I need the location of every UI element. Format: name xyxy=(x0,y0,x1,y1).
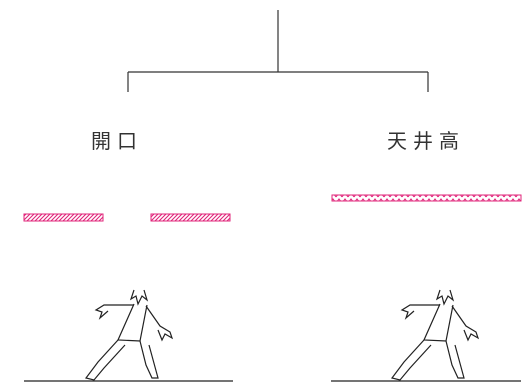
tree-connector xyxy=(127,10,429,92)
ceiling-line xyxy=(331,194,522,202)
ceiling-segment-left xyxy=(23,213,104,222)
branch-label-opening: 開口 xyxy=(91,129,143,153)
person-figure xyxy=(391,289,479,381)
person-figure xyxy=(85,289,173,381)
branch-label-ceiling-height: 天井高 xyxy=(387,129,465,153)
ceiling-segment-right xyxy=(150,213,231,222)
ceiling-height-scene xyxy=(331,194,522,382)
opening-scene xyxy=(23,213,233,382)
